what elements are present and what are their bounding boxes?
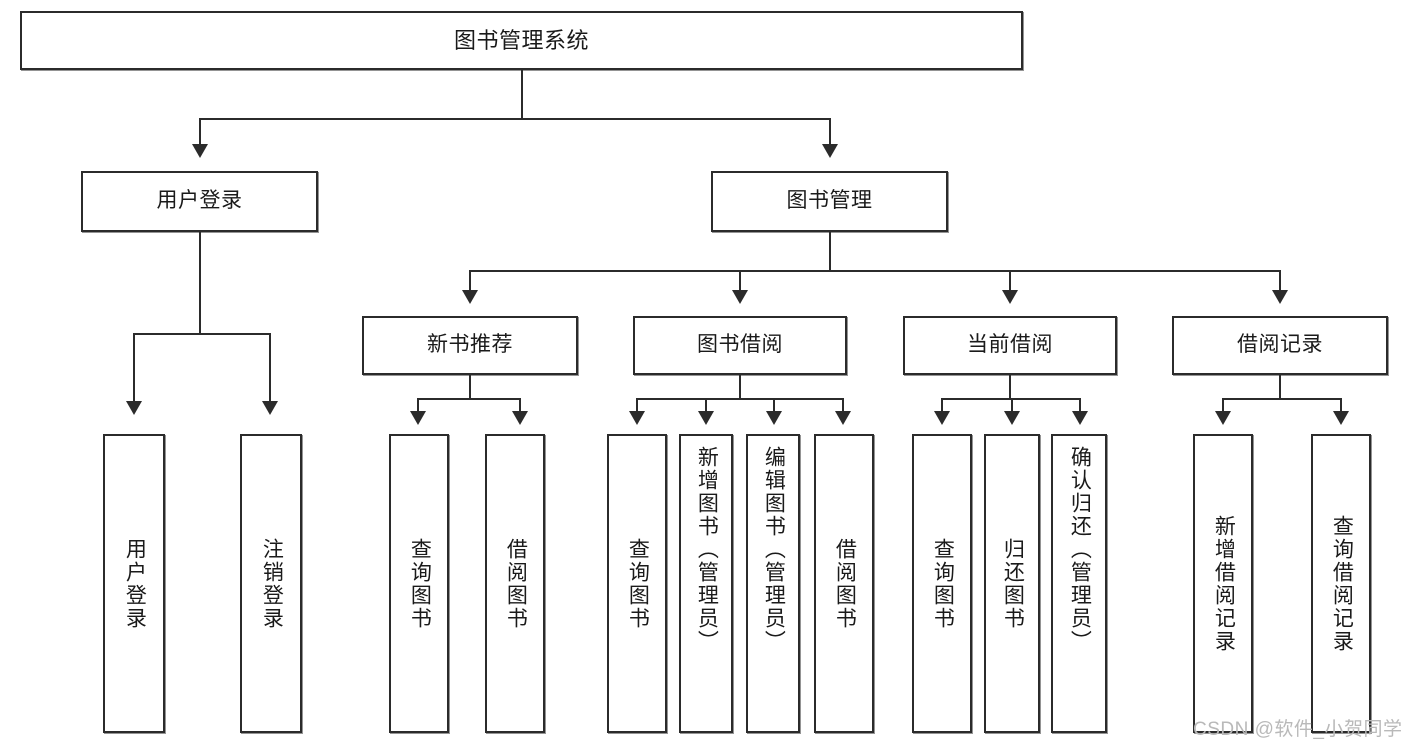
arrow-current-borrow-to-leaf-2 [1004,411,1020,425]
connector-book-borrow-drop-1 [636,398,638,413]
arrow-bm-to-borrow-record [1272,290,1288,304]
connector-new-book-bus [417,398,521,400]
connector-current-borrow-drop-1 [941,398,943,413]
node-root-label: 图书管理系统 [453,27,589,53]
node-leaf-query-book-recommend-label: 查询图书 [408,537,432,630]
node-leaf-edit-book[interactable]: 编辑图书（管理员） [746,434,800,733]
node-leaf-user-login[interactable]: 用户登录 [103,434,165,733]
node-leaf-user-logout-label: 注销登录 [260,537,284,630]
connector-current-borrow-stem [1009,375,1011,399]
connector-current-borrow-drop-3 [1079,398,1081,413]
node-leaf-borrow-book-recommend[interactable]: 借阅图书 [485,434,545,733]
connector-bm-drop-book-borrow [739,270,741,292]
node-leaf-query-book-current-label: 查询图书 [931,537,955,630]
node-current-borrow-label: 当前借阅 [967,333,1053,357]
node-root[interactable]: 图书管理系统 [20,11,1023,70]
node-leaf-return-book-label: 归还图书 [1001,537,1025,630]
arrow-book-borrow-to-leaf-4 [835,411,851,425]
node-leaf-edit-book-label: 编辑图书（管理员） [762,446,786,653]
connector-user-login-bus [133,333,269,335]
arrow-book-borrow-to-leaf-2 [698,411,714,425]
arrow-new-book-to-leaf-1 [410,411,426,425]
arrow-bm-to-book-borrow [732,290,748,304]
node-book-management-label: 图书管理 [786,189,873,213]
arrow-book-borrow-to-leaf-1 [629,411,645,425]
connector-new-book-stem [469,375,471,399]
node-book-borrow-label: 图书借阅 [697,333,783,357]
connector-borrow-record-bus [1222,398,1342,400]
node-leaf-borrow-book[interactable]: 借阅图书 [814,434,874,733]
connector-book-borrow-drop-3 [773,398,775,413]
node-leaf-confirm-return[interactable]: 确认归还（管理员） [1051,434,1107,733]
node-leaf-query-record-label: 查询借阅记录 [1330,514,1354,653]
node-borrow-record[interactable]: 借阅记录 [1172,316,1388,375]
arrow-current-borrow-to-leaf-1 [934,411,950,425]
connector-bm-drop-new-book [469,270,471,292]
node-borrow-record-label: 借阅记录 [1237,333,1323,357]
connector-book-management-bus [469,270,1281,272]
connector-bm-drop-borrow-record [1279,270,1281,292]
connector-book-borrow-drop-4 [842,398,844,413]
connector-root-drop-user-login [199,118,201,146]
node-leaf-borrow-book-recommend-label: 借阅图书 [504,537,528,630]
arrow-current-borrow-to-leaf-3 [1072,411,1088,425]
arrow-bm-to-current-borrow [1002,290,1018,304]
node-leaf-query-record[interactable]: 查询借阅记录 [1311,434,1371,733]
connector-borrow-record-stem [1279,375,1281,399]
node-leaf-query-book-borrow[interactable]: 查询图书 [607,434,667,733]
arrow-book-borrow-to-leaf-3 [766,411,782,425]
connector-root-bus [199,118,831,120]
node-leaf-add-book-label: 新增图书（管理员） [695,446,719,653]
arrow-user-login-to-leaf-2 [262,401,278,415]
connector-user-login-stem [199,232,201,334]
arrow-bm-to-new-book-recommend [462,290,478,304]
node-leaf-query-book-recommend[interactable]: 查询图书 [389,434,449,733]
arrow-borrow-record-to-leaf-1 [1215,411,1231,425]
arrow-user-login-to-leaf-1 [126,401,142,415]
arrow-new-book-to-leaf-2 [512,411,528,425]
arrow-root-to-user-login [192,144,208,158]
node-book-borrow[interactable]: 图书借阅 [633,316,847,375]
node-book-management[interactable]: 图书管理 [711,171,948,232]
node-new-book-recommend-label: 新书推荐 [427,333,513,357]
connector-user-login-drop-1 [133,333,135,403]
node-leaf-return-book[interactable]: 归还图书 [984,434,1040,733]
connector-book-borrow-drop-2 [705,398,707,413]
connector-new-book-drop-2 [519,398,521,413]
csdn-watermark: CSDN @软件_小贺同学 [1193,719,1403,740]
connector-book-management-stem [829,232,831,271]
connector-book-borrow-stem [739,375,741,399]
node-leaf-query-book-current[interactable]: 查询图书 [912,434,972,733]
node-leaf-add-book[interactable]: 新增图书（管理员） [679,434,733,733]
arrow-borrow-record-to-leaf-2 [1333,411,1349,425]
node-current-borrow[interactable]: 当前借阅 [903,316,1117,375]
node-new-book-recommend[interactable]: 新书推荐 [362,316,578,375]
node-leaf-query-book-borrow-label: 查询图书 [626,537,650,630]
connector-user-login-drop-2 [269,333,271,403]
connector-new-book-drop-1 [417,398,419,413]
connector-book-borrow-bus [636,398,844,400]
node-leaf-confirm-return-label: 确认归还（管理员） [1068,446,1092,653]
node-leaf-add-record-label: 新增借阅记录 [1212,514,1236,653]
connector-root-drop-book-management [829,118,831,146]
node-leaf-user-login-label: 用户登录 [123,537,147,630]
node-user-login-label: 用户登录 [156,189,243,213]
node-leaf-borrow-book-label: 借阅图书 [833,537,857,630]
node-leaf-user-logout[interactable]: 注销登录 [240,434,302,733]
connector-current-borrow-drop-2 [1011,398,1013,413]
node-user-login[interactable]: 用户登录 [81,171,318,232]
connector-root-stem [521,70,523,119]
node-leaf-add-record[interactable]: 新增借阅记录 [1193,434,1253,733]
connector-borrow-record-drop-1 [1222,398,1224,413]
connector-borrow-record-drop-2 [1340,398,1342,413]
connector-bm-drop-current-borrow [1009,270,1011,292]
arrow-root-to-book-management [822,144,838,158]
